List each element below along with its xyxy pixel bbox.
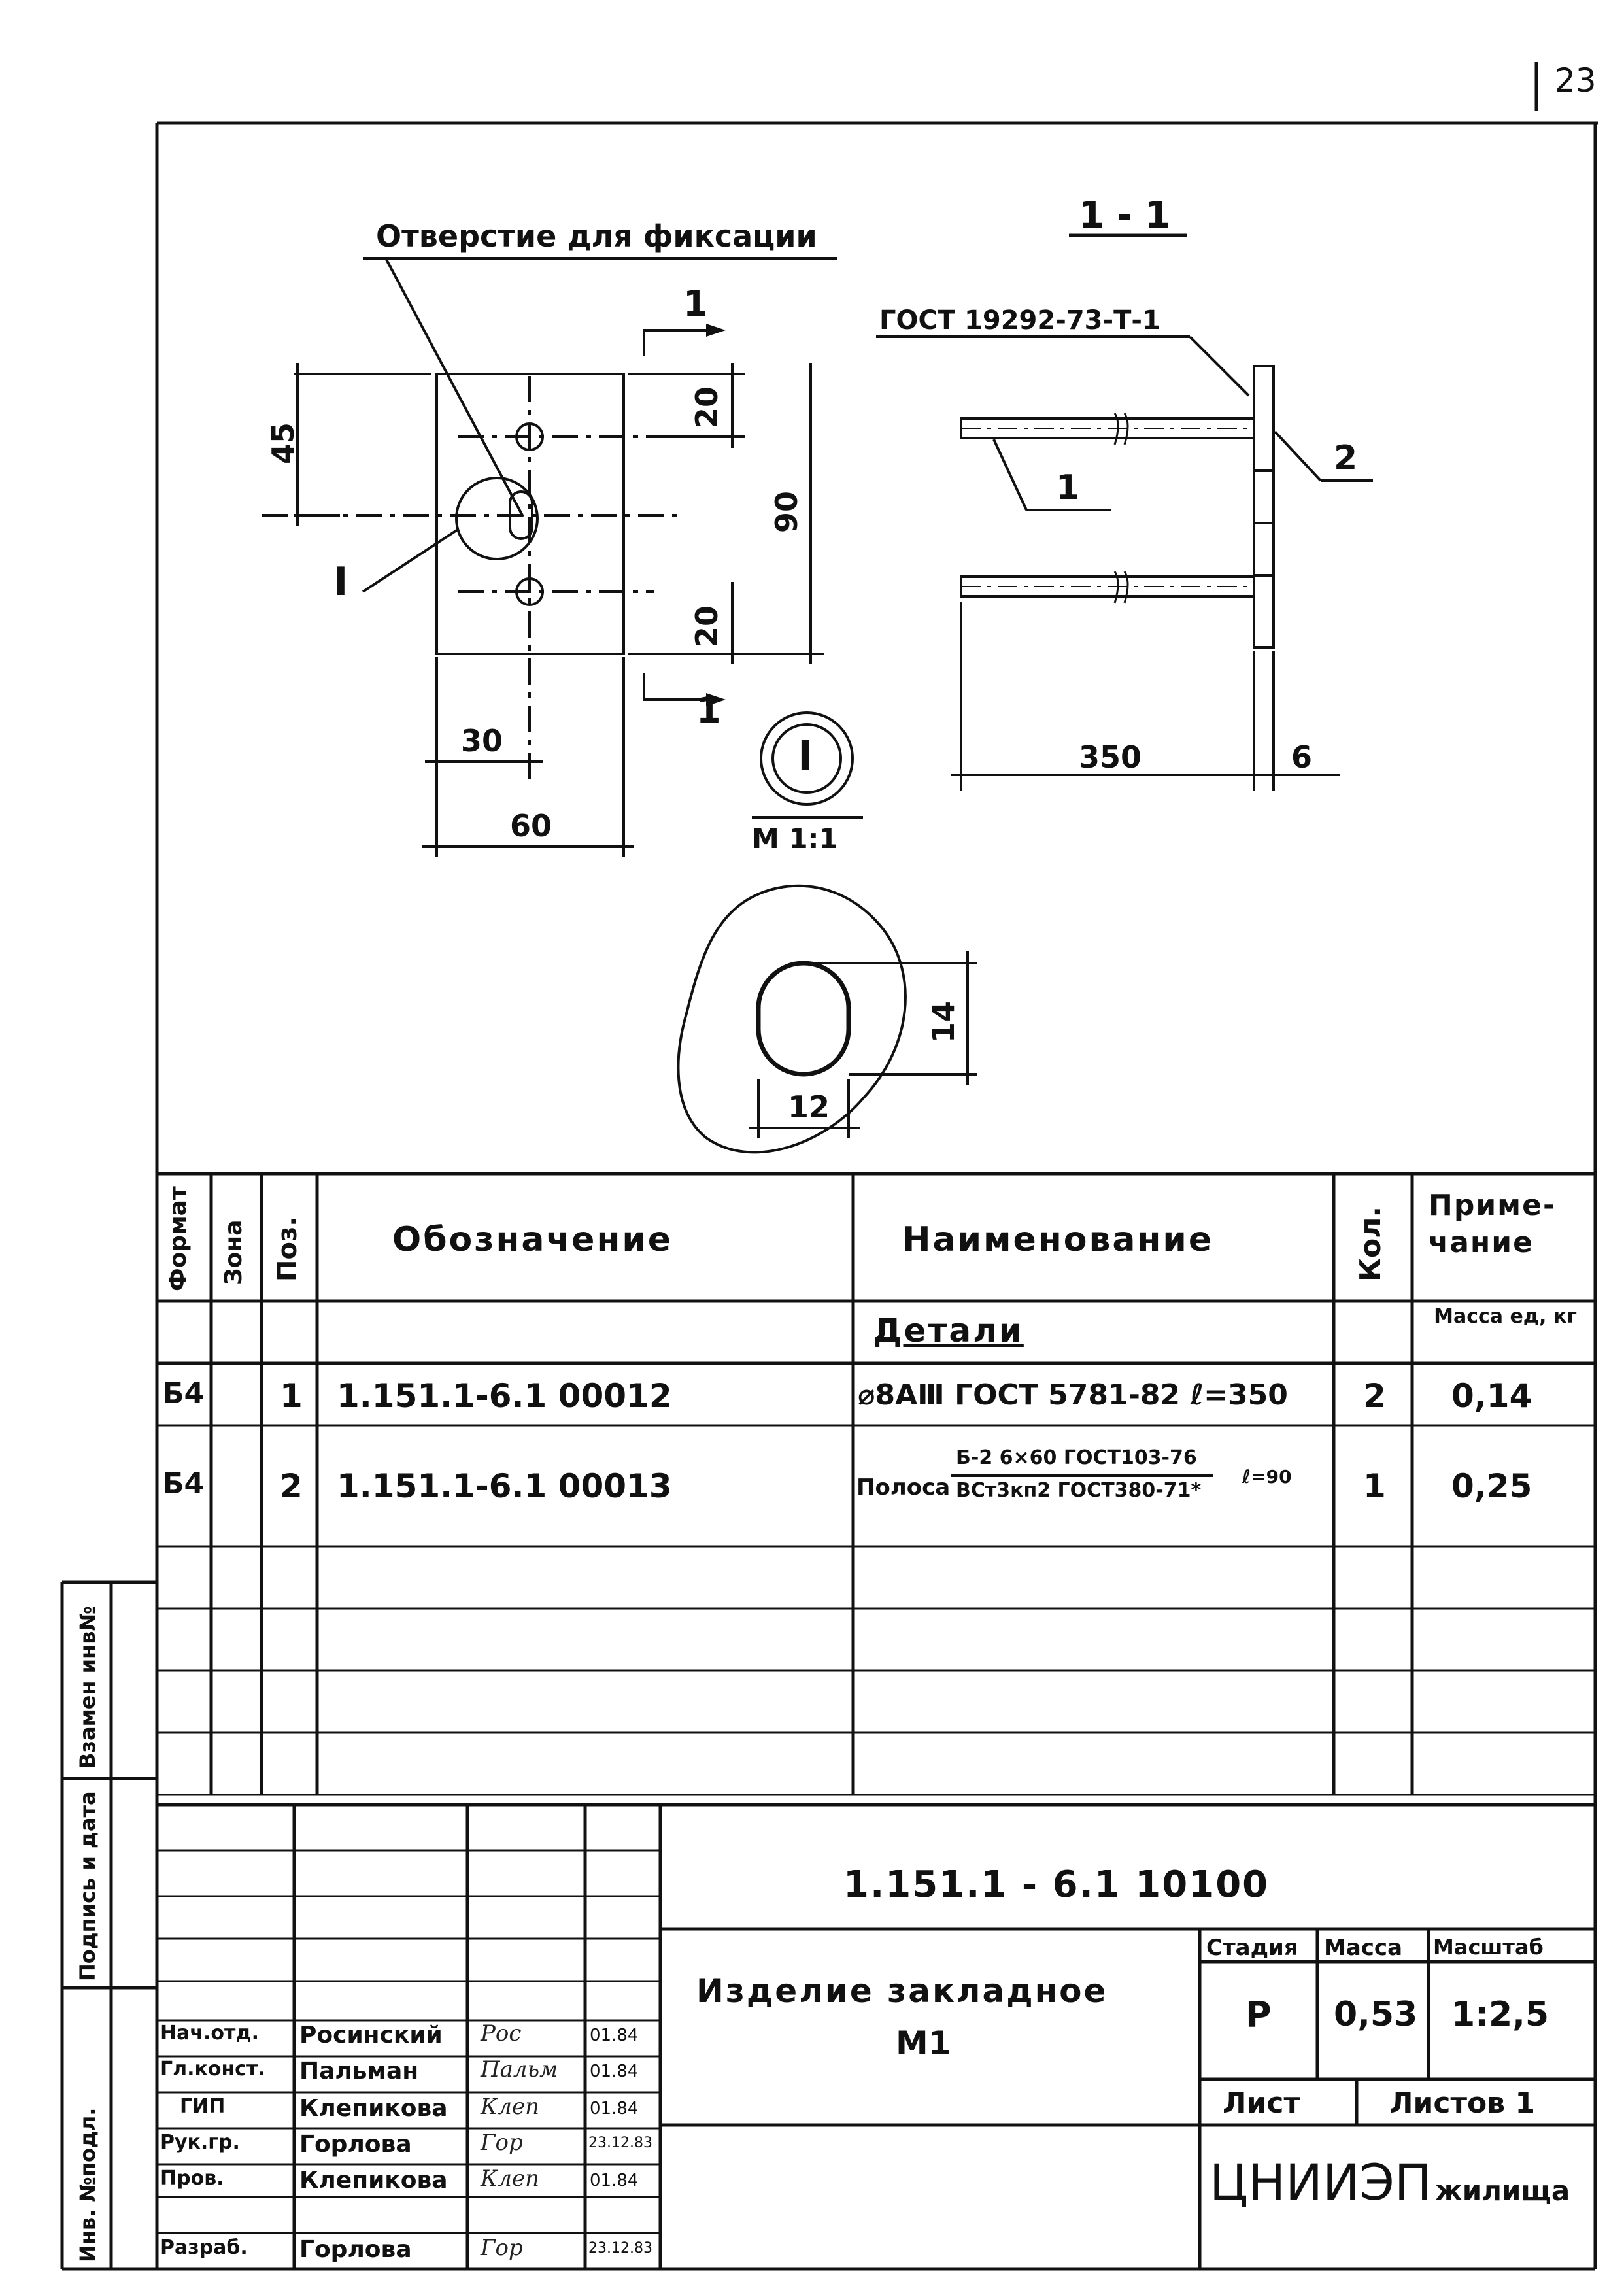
scale-value: 1:2,5 (1451, 1995, 1549, 2034)
name-0: Росинский (299, 2022, 443, 2048)
dim-6: 6 (1291, 740, 1313, 775)
row1-format: Б4 (162, 1377, 205, 1410)
row2-name-den: ВСт3кп2 ГОСТ380-71* (956, 1479, 1202, 1502)
sidebar-replace-inv: Взамен инв№ (75, 1606, 100, 1769)
row2-note: 0,25 (1451, 1467, 1532, 1505)
name-2: Клепикова (299, 2095, 448, 2122)
hdr-zone: Зона (220, 1219, 247, 1285)
row1-pos: 1 (280, 1377, 303, 1415)
dim-45: 45 (265, 422, 301, 464)
row2-name-suffix: ℓ=90 (1242, 1466, 1292, 1488)
role-0: Нач.отд. (160, 2022, 259, 2045)
hdr-pos: Поз. (273, 1216, 303, 1282)
row2-qty: 1 (1363, 1467, 1386, 1505)
part-pos-2: 2 (1334, 439, 1358, 478)
doc-title-2: М1 (896, 2024, 951, 2062)
dim-14: 14 (926, 1000, 961, 1043)
dim-12: 12 (788, 1089, 830, 1125)
sig-2: Клеп (481, 2094, 539, 2120)
detail-I-label: I (798, 732, 813, 781)
gost-label: ГОСТ 19292-73-Т-1 (879, 305, 1160, 335)
role-4: Пров. (160, 2167, 224, 2190)
doc-code: 1.151.1 - 6.1 10100 (843, 1863, 1270, 1906)
name-1: Пальман (299, 2058, 419, 2084)
name-5: Горлова (299, 2236, 412, 2263)
mass-unit-label: Масса ед, кг (1434, 1305, 1577, 1328)
date-3: 23.12.83 (588, 2135, 652, 2151)
hole-label: Отверстие для фиксации (376, 218, 817, 254)
dim-20-top: 20 (689, 386, 724, 428)
dim-20-bottom: 20 (689, 605, 724, 647)
section-title: 1 - 1 (1079, 194, 1171, 237)
sidebar-orig-inv: Инв. №подл. (75, 2107, 100, 2262)
sig-3: Гор (481, 2130, 523, 2156)
hdr-format: Формат (165, 1186, 192, 1291)
row2-pos: 2 (280, 1467, 303, 1505)
date-5: 23.12.83 (588, 2240, 652, 2256)
org-suffix: жилища (1435, 2175, 1570, 2207)
role-1: Гл.конст. (160, 2058, 265, 2081)
mass-value: 0,53 (1334, 1995, 1418, 2034)
dim-350: 350 (1079, 740, 1142, 775)
date-0: 01.84 (590, 2026, 639, 2045)
role-2: ГИП (180, 2095, 226, 2118)
name-4: Клепикова (299, 2167, 448, 2194)
row1-note: 0,14 (1451, 1377, 1532, 1415)
sig-5: Гор (481, 2235, 523, 2261)
sig-1: Пальм (481, 2056, 558, 2082)
role-5: Разраб. (160, 2236, 248, 2259)
sig-4: Клеп (481, 2166, 539, 2192)
dim-60: 60 (510, 808, 552, 843)
sheets-label: Листов 1 (1389, 2086, 1535, 2120)
detail-scale: М 1:1 (752, 823, 838, 855)
section-label: Детали (873, 1312, 1024, 1350)
row1-designation: 1.151.1-6.1 00012 (337, 1377, 672, 1415)
section-mark-top: 1 (683, 283, 708, 324)
sheet-label: Лист (1223, 2086, 1300, 2120)
hdr-name: Наименование (902, 1220, 1214, 1259)
row2-name-prefix: Полоса (856, 1474, 951, 1501)
dim-90: 90 (769, 490, 804, 533)
row1-qty: 2 (1363, 1377, 1386, 1415)
role-3: Рук.гр. (160, 2131, 240, 2154)
callout-I: I (333, 559, 348, 605)
hdr-note: Приме- чание (1429, 1189, 1557, 1260)
row2-format: Б4 (162, 1467, 205, 1501)
part-pos-1: 1 (1056, 468, 1080, 507)
date-1: 01.84 (590, 2062, 639, 2081)
stage-label: Стадия (1206, 1935, 1298, 1961)
scale-label: Масштаб (1433, 1935, 1544, 1960)
hdr-qty: Кол. (1354, 1206, 1387, 1282)
row2-name-num: Б-2 6×60 ГОСТ103-76 (956, 1446, 1197, 1469)
date-2: 01.84 (590, 2099, 639, 2118)
hdr-designation: Обозначение (392, 1220, 673, 1259)
sidebar-sign-date: Подпись и дата (75, 1791, 100, 1981)
row2-designation: 1.151.1-6.1 00013 (337, 1467, 672, 1505)
stage-value: Р (1245, 1994, 1272, 2035)
name-3: Горлова (299, 2131, 412, 2158)
org-name: ЦНИИЭП (1210, 2153, 1432, 2211)
dim-30: 30 (461, 723, 503, 758)
sig-0: Рос (481, 2020, 522, 2047)
row1-name: ⌀8АⅢ ГОСТ 5781-82 ℓ=350 (858, 1378, 1288, 1412)
mass-label: Масса (1324, 1935, 1403, 1961)
section-mark-bottom: 1 (696, 690, 721, 731)
page-number: 23 (1555, 61, 1597, 99)
doc-title-1: Изделие закладное (696, 1972, 1108, 2010)
date-4: 01.84 (590, 2171, 639, 2190)
row2-fraction-bar (951, 1474, 1213, 1477)
